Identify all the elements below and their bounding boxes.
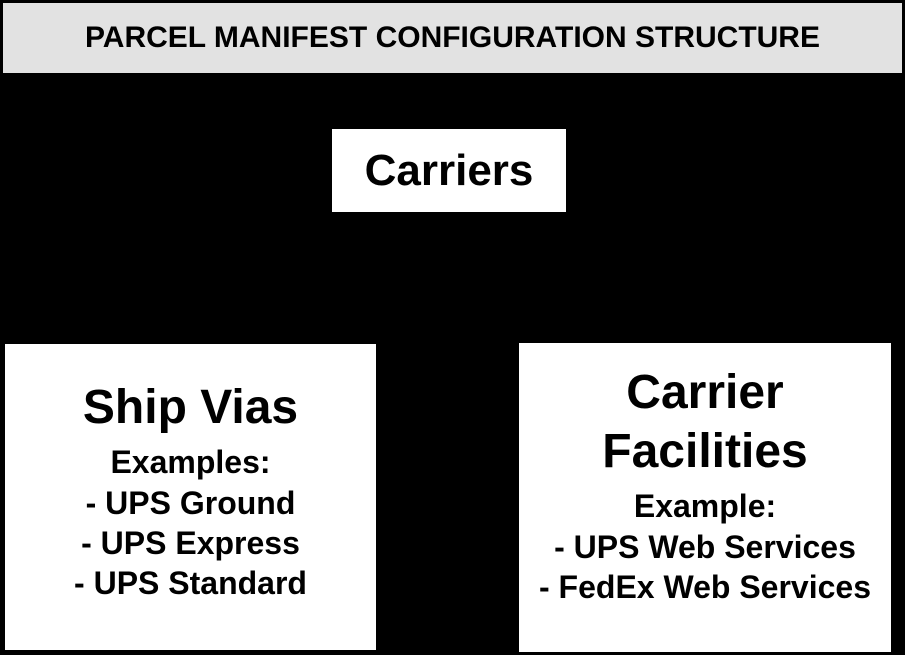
carrier-facilities-node: Carrier Facilities Example: - UPS Web Se… (517, 341, 893, 654)
list-item: - UPS Web Services (554, 529, 856, 565)
diagram-title: PARCEL MANIFEST CONFIGURATION STRUCTURE (85, 21, 820, 54)
carriers-node-label: Carriers (364, 145, 534, 195)
ship-vias-subtitle: Examples: (110, 444, 271, 480)
carrier-facilities-title-line1: Carrier (626, 366, 784, 419)
list-item: - UPS Standard (74, 565, 307, 601)
ship-vias-title: Ship Vias (82, 381, 299, 434)
list-item: - UPS Ground (85, 485, 296, 521)
ship-vias-node: Ship Vias Examples: - UPS Ground - UPS E… (3, 342, 378, 652)
carrier-facilities-title-line2: Facilities (602, 425, 808, 478)
carriers-node: Carriers (330, 127, 568, 214)
carrier-facilities-subtitle: Example: (633, 488, 777, 524)
diagram-title-bar: PARCEL MANIFEST CONFIGURATION STRUCTURE (0, 0, 905, 76)
list-item: - UPS Express (81, 525, 300, 561)
list-item: - FedEx Web Services (539, 569, 871, 605)
